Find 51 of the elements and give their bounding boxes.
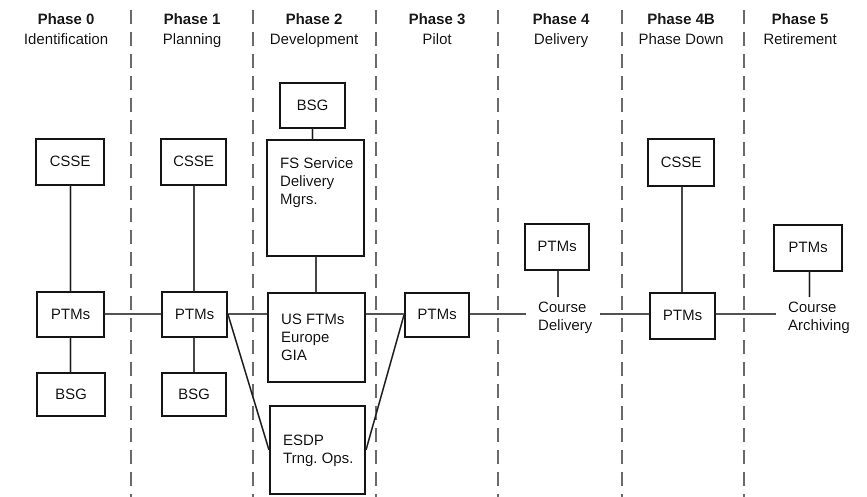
role-box xyxy=(36,372,106,417)
activity-label: Course Archiving xyxy=(788,299,851,335)
connector-line xyxy=(681,187,683,292)
role-box xyxy=(267,292,366,383)
role-name: CSSE xyxy=(50,153,90,171)
role-box xyxy=(36,291,105,338)
role-name: PTMs xyxy=(788,239,828,257)
role-name: BSG xyxy=(55,386,87,404)
role-name: ESDP Trng. Ops. xyxy=(283,432,354,468)
connector-line xyxy=(228,313,267,315)
connector-line xyxy=(105,313,161,315)
connector-line xyxy=(716,313,776,315)
role-name: CSSE xyxy=(173,153,214,171)
role-name: PTMs xyxy=(174,306,214,324)
connector-line xyxy=(808,272,810,297)
role-name: PTMs xyxy=(537,238,577,256)
role-box xyxy=(773,224,843,272)
connector-line xyxy=(193,186,195,291)
connector-line xyxy=(315,257,317,292)
role-box xyxy=(266,139,365,257)
role-box xyxy=(647,138,715,187)
role-box xyxy=(269,405,366,495)
role-name: FS Service Delivery Mgrs. xyxy=(280,155,354,209)
connector-line xyxy=(70,186,72,291)
role-box xyxy=(524,223,590,271)
role-box xyxy=(160,138,227,186)
role-name: US FTMs Europe GIA xyxy=(281,310,346,364)
role-name: PTMs xyxy=(417,306,457,324)
role-box xyxy=(35,138,105,186)
connector-line xyxy=(193,338,195,372)
role-box xyxy=(161,372,227,417)
role-name: CSSE xyxy=(660,154,702,172)
connector-line xyxy=(470,313,526,315)
connector-line xyxy=(600,313,649,315)
role-name: BSG xyxy=(178,386,210,404)
role-box xyxy=(649,292,716,340)
connector-line xyxy=(557,271,559,297)
role-name: BSG xyxy=(296,96,328,114)
connector-line xyxy=(70,338,72,372)
phase-name: Development xyxy=(268,31,360,49)
activity-label: Course Delivery xyxy=(538,299,594,335)
role-name: PTMs xyxy=(662,307,702,325)
role-box xyxy=(279,82,346,129)
phase-name: Planning xyxy=(160,31,224,49)
connector-line xyxy=(227,314,270,450)
role-name: PTMs xyxy=(50,306,90,324)
connector-line xyxy=(312,129,314,139)
role-box xyxy=(161,291,228,338)
role-box xyxy=(404,292,470,338)
connector-line xyxy=(365,314,405,450)
connector-line xyxy=(366,313,404,315)
